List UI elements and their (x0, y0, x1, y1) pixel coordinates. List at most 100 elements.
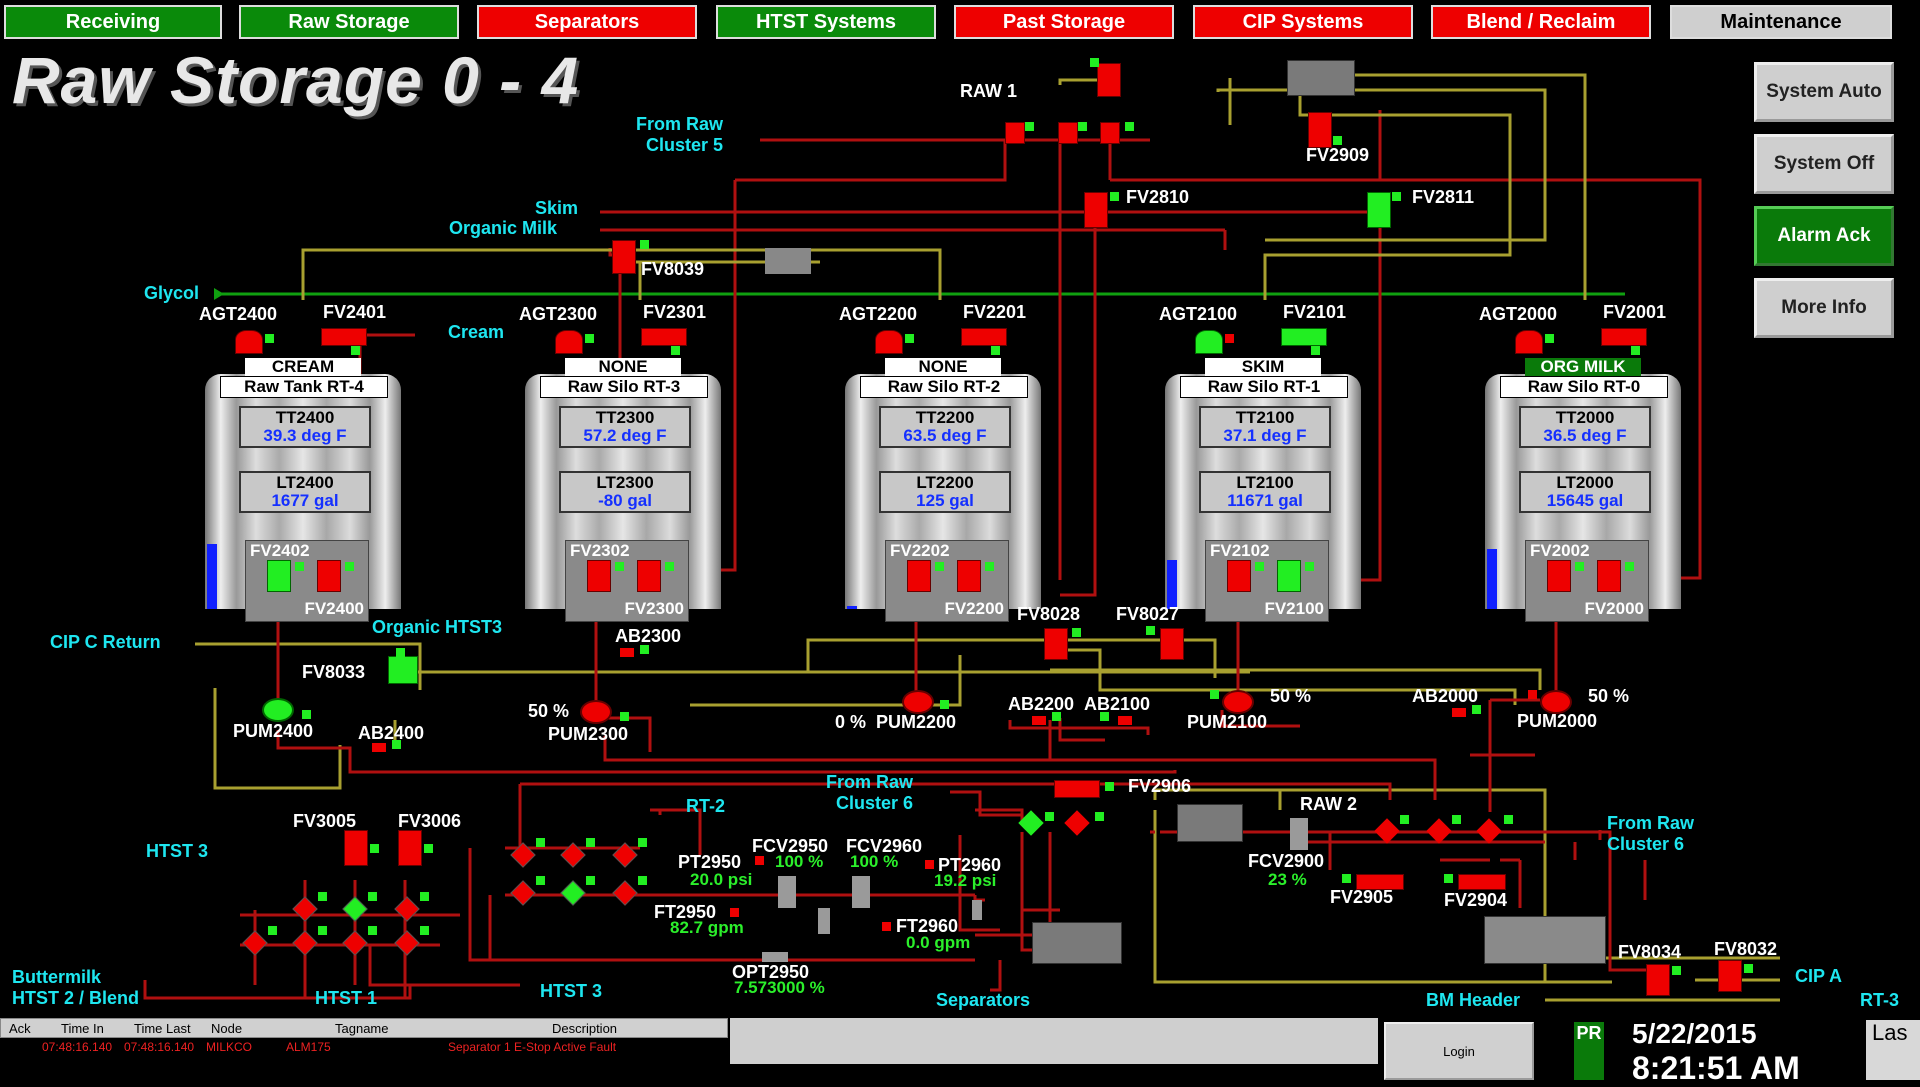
pum2000-icon[interactable] (1540, 690, 1572, 714)
fv8027-valve[interactable] (1160, 628, 1184, 660)
agitator-icon[interactable] (1195, 330, 1223, 354)
raw2-valve-2-status (1452, 815, 1461, 824)
agitator-icon[interactable] (235, 330, 263, 354)
pum2100-icon[interactable] (1222, 690, 1254, 714)
fv2909-valve[interactable] (1308, 112, 1332, 148)
lt-value: 125 gal (916, 491, 974, 510)
col-node[interactable]: Node (211, 1021, 243, 1036)
pum2400-icon[interactable] (262, 698, 294, 722)
system-off-button[interactable]: System Off (1754, 134, 1894, 194)
raw1-top-valve[interactable] (1097, 63, 1121, 97)
alarm-ack-button[interactable]: Alarm Ack (1754, 206, 1894, 266)
ft2960-indicator (882, 922, 891, 931)
fv2909-actuator[interactable] (1287, 60, 1355, 96)
fv-b-valve[interactable] (1277, 560, 1301, 592)
tab-receiving[interactable]: Receiving (4, 5, 222, 39)
table-row[interactable]: 07:48:16.140 07:48:16.140 MILKCO ALM175 … (0, 1040, 726, 1056)
fv-a-valve[interactable] (267, 560, 291, 592)
fv8034-valve[interactable] (1646, 964, 1670, 996)
tab-blend-reclaim[interactable]: Blend / Reclaim (1431, 5, 1651, 39)
fv2811-valve[interactable] (1367, 192, 1391, 228)
agitator-icon[interactable] (875, 330, 903, 354)
raw1-valve-1[interactable] (1005, 122, 1025, 144)
tab-htst-systems[interactable]: HTST Systems (716, 5, 936, 39)
system-auto-button[interactable]: System Auto (1754, 62, 1894, 122)
pum2300-pct: 50 % (528, 701, 570, 721)
fcv2900-valve[interactable] (1290, 818, 1308, 850)
lt-value: -80 gal (598, 491, 652, 510)
pt2960-value: 19.2 psi (934, 871, 997, 890)
fv-b-label: FV2000 (1584, 599, 1644, 618)
fv-top-valve[interactable] (641, 328, 687, 346)
lt-box[interactable]: LT2300-80 gal (559, 471, 691, 513)
raw1-valve-2[interactable] (1058, 122, 1078, 144)
fv2810-valve[interactable] (1084, 192, 1108, 228)
tab-separators[interactable]: Separators (477, 5, 697, 39)
tab-raw-storage[interactable]: Raw Storage (239, 5, 459, 39)
fv-top-valve[interactable] (321, 328, 367, 346)
fv8039-status (640, 240, 649, 249)
fv-b-valve[interactable] (317, 560, 341, 592)
fv-b-valve[interactable] (1597, 560, 1621, 592)
fv-top-valve[interactable] (1601, 328, 1647, 346)
agitator-icon[interactable] (555, 330, 583, 354)
fv2905-valve[interactable] (1356, 874, 1404, 890)
fv3005-valve[interactable] (344, 830, 368, 866)
more-info-button[interactable]: More Info (1754, 278, 1894, 338)
pum2200-icon[interactable] (902, 690, 934, 714)
pum2300-icon[interactable] (580, 700, 612, 724)
fv-top-valve[interactable] (961, 328, 1007, 346)
fv-top-label: FV2201 (963, 302, 1027, 322)
tank-product: NONE (565, 358, 681, 376)
tab-past-storage[interactable]: Past Storage (954, 5, 1174, 39)
tt-value: 37.1 deg F (1223, 426, 1307, 445)
fv8033-valve[interactable] (388, 656, 418, 684)
htst2-blend-label: HTST 2 / Blend (12, 988, 140, 1008)
skim-label: Skim (535, 198, 579, 218)
fv-b-valve[interactable] (957, 560, 981, 592)
col-ack[interactable]: Ack (9, 1021, 31, 1036)
fv8032-valve[interactable] (1718, 960, 1742, 992)
fv3006-valve[interactable] (398, 830, 422, 866)
fv8028-valve[interactable] (1044, 628, 1068, 660)
fv-a-valve[interactable] (1547, 560, 1571, 592)
fv8039-valve[interactable] (612, 240, 636, 274)
fv2904-valve[interactable] (1458, 874, 1506, 890)
raw1-valve-3[interactable] (1100, 122, 1120, 144)
fv-a-valve[interactable] (1227, 560, 1251, 592)
alarm-node: MILKCO (206, 1040, 253, 1054)
agitator-icon[interactable] (1515, 330, 1543, 354)
tab-cip-systems[interactable]: CIP Systems (1193, 5, 1413, 39)
tab-maintenance[interactable]: Maintenance (1670, 5, 1892, 39)
fv-a-valve[interactable] (587, 560, 611, 592)
col-time-last[interactable]: Time Last (134, 1021, 191, 1036)
fcv2950-valve[interactable] (778, 876, 796, 908)
fcv2960-valve[interactable] (852, 876, 870, 908)
login-button[interactable]: Login (1384, 1022, 1534, 1080)
fv2906-valve[interactable] (1054, 780, 1100, 798)
last-button[interactable]: Las (1866, 1020, 1920, 1080)
col-time-in[interactable]: Time In (61, 1021, 104, 1036)
fv-a-label: FV2402 (250, 541, 310, 560)
fv-b-valve[interactable] (637, 560, 661, 592)
col-description[interactable]: Description (552, 1021, 618, 1036)
fv-a-valve[interactable] (907, 560, 931, 592)
alarm-summary-table[interactable]: Ack Time In Time Last Node Tagname Descr… (0, 1018, 728, 1080)
fv-top-valve[interactable] (1281, 328, 1327, 346)
col-tagname[interactable]: Tagname (335, 1021, 389, 1036)
ab2000-label: AB2000 (1412, 686, 1479, 706)
